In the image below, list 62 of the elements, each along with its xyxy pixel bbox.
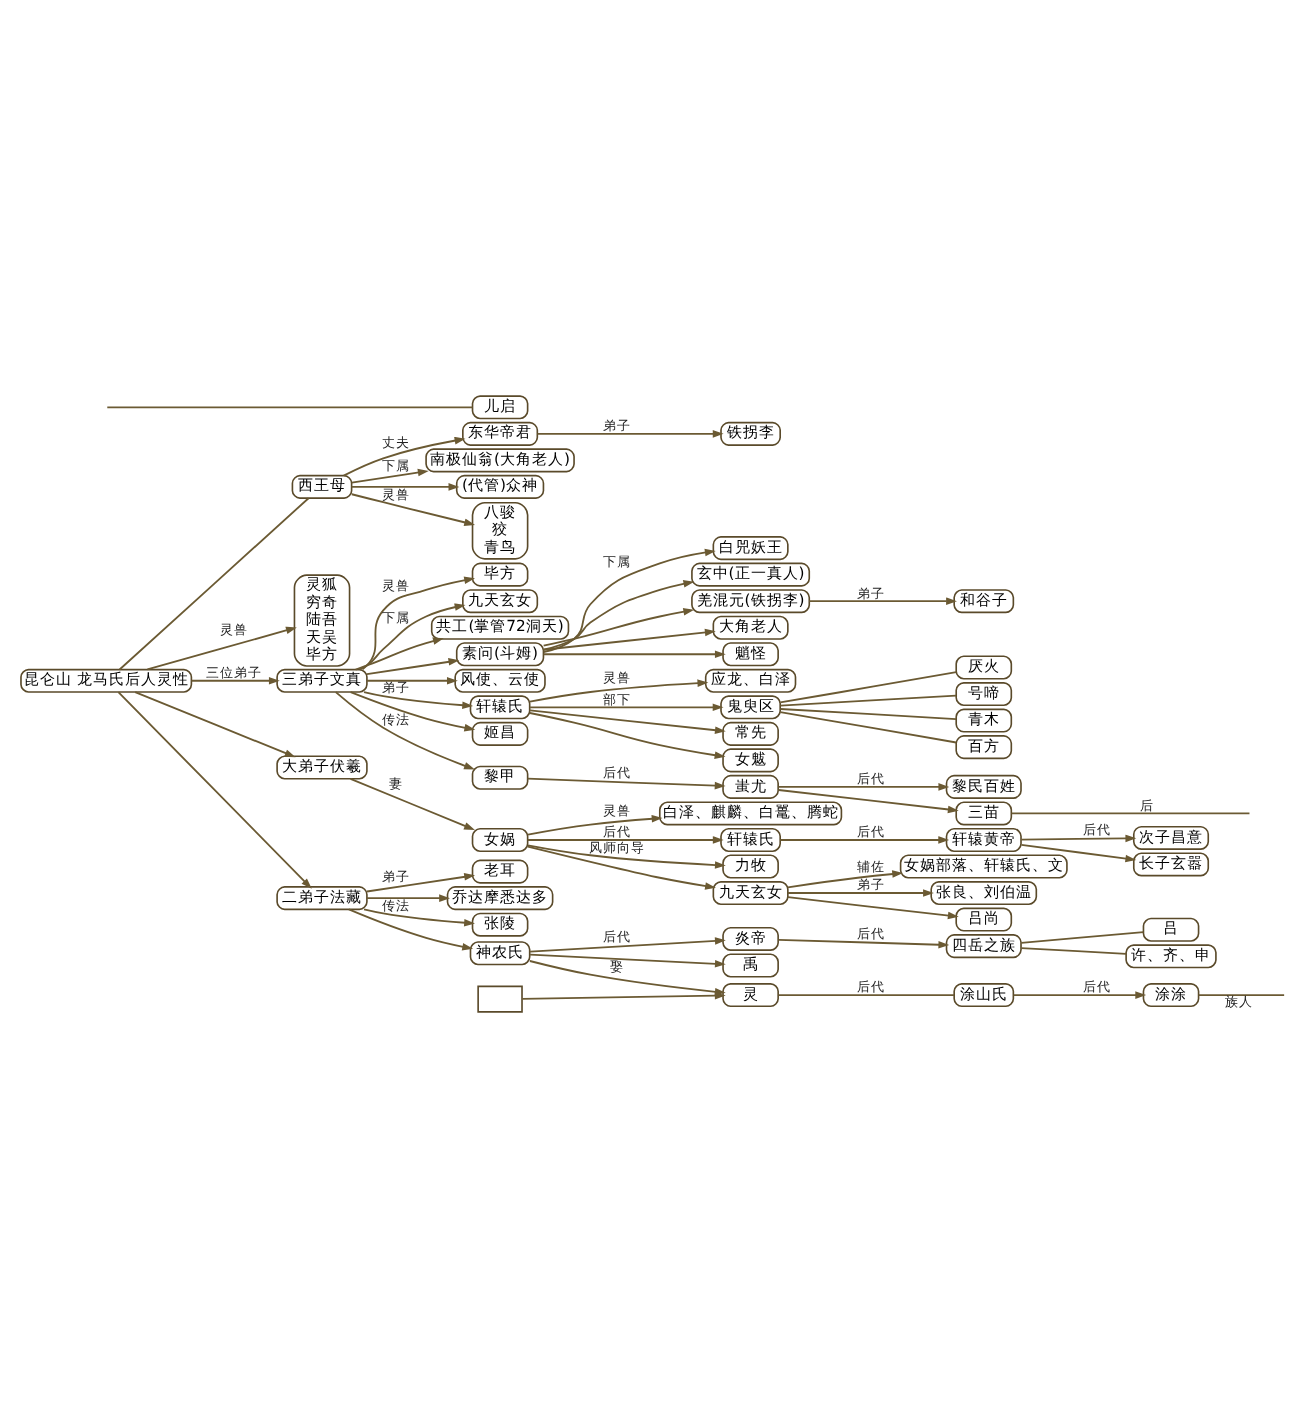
arrow (366, 676, 458, 684)
arrow (342, 435, 466, 476)
arrow (542, 607, 695, 646)
arrow (190, 676, 280, 684)
arrow (350, 492, 476, 525)
arrow (366, 872, 476, 892)
arrow (146, 625, 297, 670)
arrow (808, 596, 957, 604)
arrow (1020, 842, 1137, 862)
arrow (529, 711, 726, 758)
arrow (526, 776, 726, 789)
arrow (787, 888, 934, 896)
arrow (1012, 990, 1147, 998)
arrow (363, 907, 475, 926)
connector (106, 405, 474, 408)
arrow (1020, 833, 1137, 842)
connector (777, 993, 956, 995)
arrow (354, 636, 444, 670)
arrow (363, 690, 474, 708)
arrow (777, 788, 959, 813)
arrow (117, 690, 312, 888)
arrow (787, 869, 904, 888)
node-box (477, 984, 523, 1012)
arrow (366, 657, 460, 675)
connector (1020, 930, 1145, 943)
arrow (350, 482, 460, 490)
arrow (526, 835, 724, 843)
arrow (134, 690, 296, 757)
arrow (349, 690, 476, 731)
connector (779, 693, 957, 706)
connector (779, 710, 958, 743)
connector (779, 707, 957, 719)
arrow (542, 627, 716, 650)
arrow (358, 602, 466, 670)
arrow (334, 690, 475, 769)
arrow (526, 844, 716, 889)
arrow (347, 907, 474, 950)
arrow (527, 814, 663, 835)
arrow (529, 678, 709, 702)
connector (1020, 946, 1127, 954)
arrow (529, 936, 726, 952)
arrow (779, 835, 950, 843)
arrow (366, 893, 450, 901)
arrow (349, 776, 475, 830)
arrow (527, 843, 726, 868)
arrow (777, 937, 950, 948)
arrow (529, 708, 726, 733)
connector (779, 670, 958, 703)
arrow (536, 429, 724, 437)
arrow (777, 782, 950, 790)
arrow (361, 575, 476, 670)
arrow (542, 547, 716, 652)
connector (1197, 993, 1286, 995)
connector (1010, 811, 1251, 814)
arrow (529, 702, 724, 711)
arrow (529, 952, 726, 967)
connector (118, 496, 310, 670)
arrow (542, 649, 726, 658)
arrow (787, 895, 959, 919)
arrow (521, 990, 726, 999)
arrow (350, 467, 429, 483)
arrow (542, 579, 695, 650)
